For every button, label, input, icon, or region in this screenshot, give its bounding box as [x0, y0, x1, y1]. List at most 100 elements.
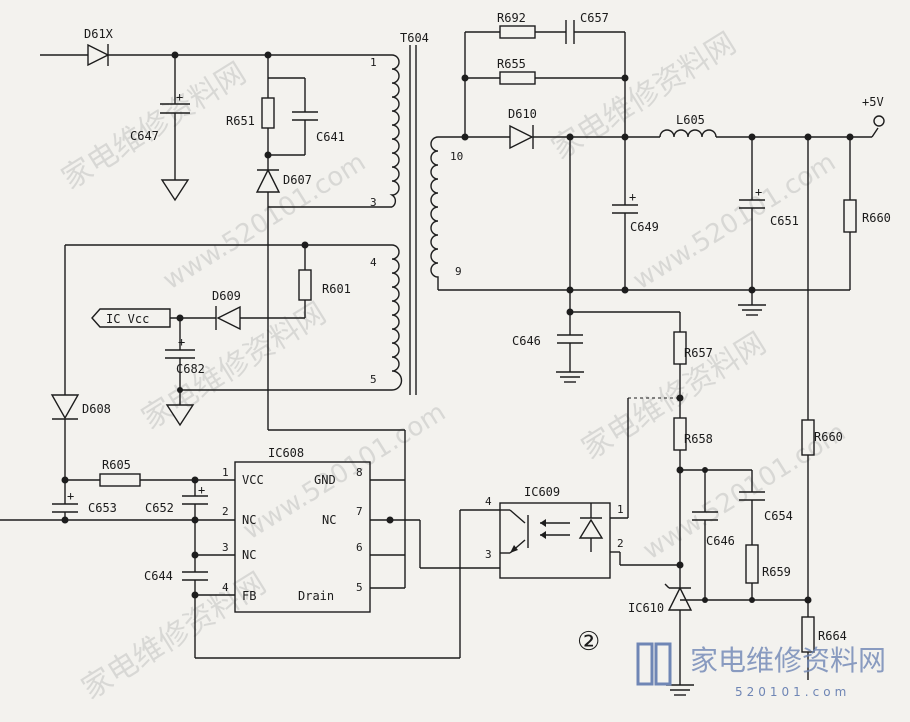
watermark-text: 家电维修资料网	[56, 56, 253, 197]
feedback-section: R657 R658 C646 C65	[460, 137, 847, 696]
label-C654: C654	[764, 509, 793, 523]
label-IC610: IC610	[628, 601, 664, 615]
resistor-R660-load	[843, 137, 857, 290]
optocoupler-IC609: IC609 4 3 1 2	[460, 485, 628, 579]
svg-text:3: 3	[370, 196, 377, 209]
secondary-output-section: R692 C657 R655 D610 L605	[438, 11, 891, 383]
primary-input-section: D61X + C647 R651 C641	[40, 27, 406, 589]
ic608-section: R605 + C653 + C652	[0, 446, 461, 659]
label-C652: C652	[145, 501, 174, 515]
logo-url: 520101.com	[735, 685, 850, 699]
aux-supply-section: R601 D609 IC Vcc + C682	[50, 241, 392, 480]
capacitor-C651: +	[739, 137, 765, 290]
label-R660-load: R660	[862, 211, 891, 225]
label-D608: D608	[82, 402, 111, 416]
label-C646-top: C646	[512, 334, 541, 348]
svg-text:+: +	[178, 335, 185, 349]
svg-text:4: 4	[222, 581, 229, 594]
svg-text:4: 4	[370, 256, 377, 269]
svg-text:IC Vcc: IC Vcc	[106, 312, 149, 326]
watermark-url: www.520101.com	[628, 147, 841, 296]
svg-text:NC: NC	[242, 513, 256, 527]
watermark-text: 家电维修资料网	[546, 26, 743, 167]
capacitor-C646-top	[556, 312, 584, 383]
label-R601: R601	[322, 282, 351, 296]
diode-D609	[215, 305, 241, 331]
inductor-L605	[659, 129, 717, 138]
svg-text:5: 5	[370, 373, 377, 386]
svg-text:1: 1	[222, 466, 229, 479]
label-C657: C657	[580, 11, 609, 25]
capacitor-C654	[739, 470, 765, 545]
resistor-R651	[261, 78, 275, 155]
resistor-R655	[499, 71, 536, 85]
capacitor-C649: +	[612, 137, 638, 290]
label-R692: R692	[497, 11, 526, 25]
svg-text:+: +	[755, 185, 762, 199]
resistor-R605	[99, 473, 141, 487]
label-IC608: IC608	[268, 446, 304, 460]
svg-text:8: 8	[356, 466, 363, 479]
label-R660-divider: R660	[814, 430, 843, 444]
ic-IC608: IC608 1 VCC 2 NC 3 NC 4 FB 8 GND 7 NC 6 …	[222, 446, 371, 613]
svg-text:2: 2	[617, 537, 624, 550]
capacitor-C653: +	[52, 480, 78, 520]
capacitor-C641	[292, 78, 318, 155]
svg-text:6: 6	[356, 541, 363, 554]
svg-text:+: +	[198, 483, 205, 497]
svg-text:7: 7	[356, 505, 363, 518]
label-C641: C641	[316, 130, 345, 144]
shunt-regulator-IC610	[664, 565, 694, 696]
label-plus-5v: +5V	[862, 95, 884, 109]
resistor-R657	[673, 312, 687, 398]
label-R655: R655	[497, 57, 526, 71]
svg-text:1: 1	[617, 503, 624, 516]
capacitor-C682: +	[165, 318, 195, 427]
resistor-R664	[801, 600, 815, 680]
svg-text:3: 3	[222, 541, 229, 554]
label-IC609: IC609	[524, 485, 560, 499]
resistor-R659	[745, 544, 759, 600]
svg-text:9: 9	[455, 265, 462, 278]
label-R605: R605	[102, 458, 131, 472]
net-label-ic-vcc: IC Vcc	[91, 308, 171, 328]
label-T604: T604	[400, 31, 429, 45]
label-R657: R657	[684, 346, 713, 360]
capacitor-C644	[182, 555, 208, 595]
svg-text:+: +	[176, 90, 183, 104]
svg-text:NC: NC	[322, 513, 336, 527]
site-logo: 家电维修资料网 520101.com	[636, 642, 886, 699]
label-C682: C682	[176, 362, 205, 376]
label-C653: C653	[88, 501, 117, 515]
label-C651: C651	[770, 214, 799, 228]
svg-text:FB: FB	[242, 589, 256, 603]
diode-D607	[255, 155, 281, 207]
diode-D61X	[87, 43, 110, 67]
svg-text:10: 10	[450, 150, 463, 163]
svg-text:Drain: Drain	[298, 589, 334, 603]
resistor-R660-divider	[801, 419, 815, 600]
label-R658: R658	[684, 432, 713, 446]
label-D61X: D61X	[84, 27, 114, 41]
label-R651: R651	[226, 114, 255, 128]
label-D609: D609	[212, 289, 241, 303]
diode-D610	[509, 124, 534, 150]
capacitor-C652: +	[182, 480, 208, 520]
label-C647: C647	[130, 129, 159, 143]
capacitor-C647: +	[160, 55, 190, 202]
watermark-text: 家电维修资料网	[136, 296, 333, 437]
label-L605: L605	[676, 113, 705, 127]
transformer-T604: T604 1 3 4 5 10 9	[370, 31, 463, 395]
circled-number-2: ②	[577, 627, 600, 657]
watermark-text: 家电维修资料网	[76, 566, 273, 707]
resistor-R692	[499, 25, 536, 39]
svg-text:4: 4	[485, 495, 492, 508]
svg-text:5: 5	[356, 581, 363, 594]
svg-text:NC: NC	[242, 548, 256, 562]
label-C644: C644	[144, 569, 173, 583]
label-D610: D610	[508, 107, 537, 121]
label-R664: R664	[818, 629, 847, 643]
svg-text:+: +	[67, 489, 74, 503]
